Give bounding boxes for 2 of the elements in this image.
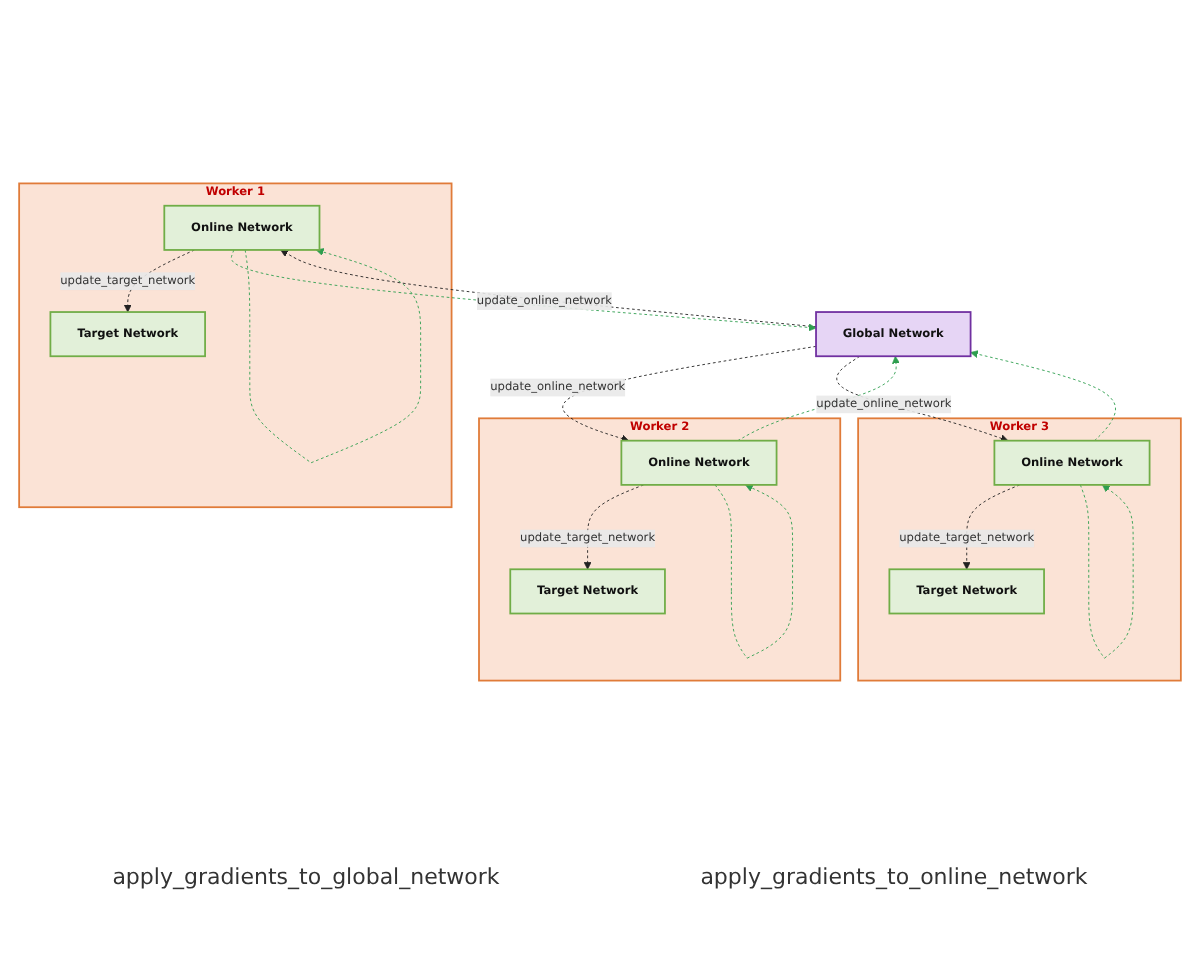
annotation-text: apply_gradients_to_global_network [112, 864, 500, 890]
annotation-text: apply_gradients_to_online_network [700, 864, 1088, 890]
